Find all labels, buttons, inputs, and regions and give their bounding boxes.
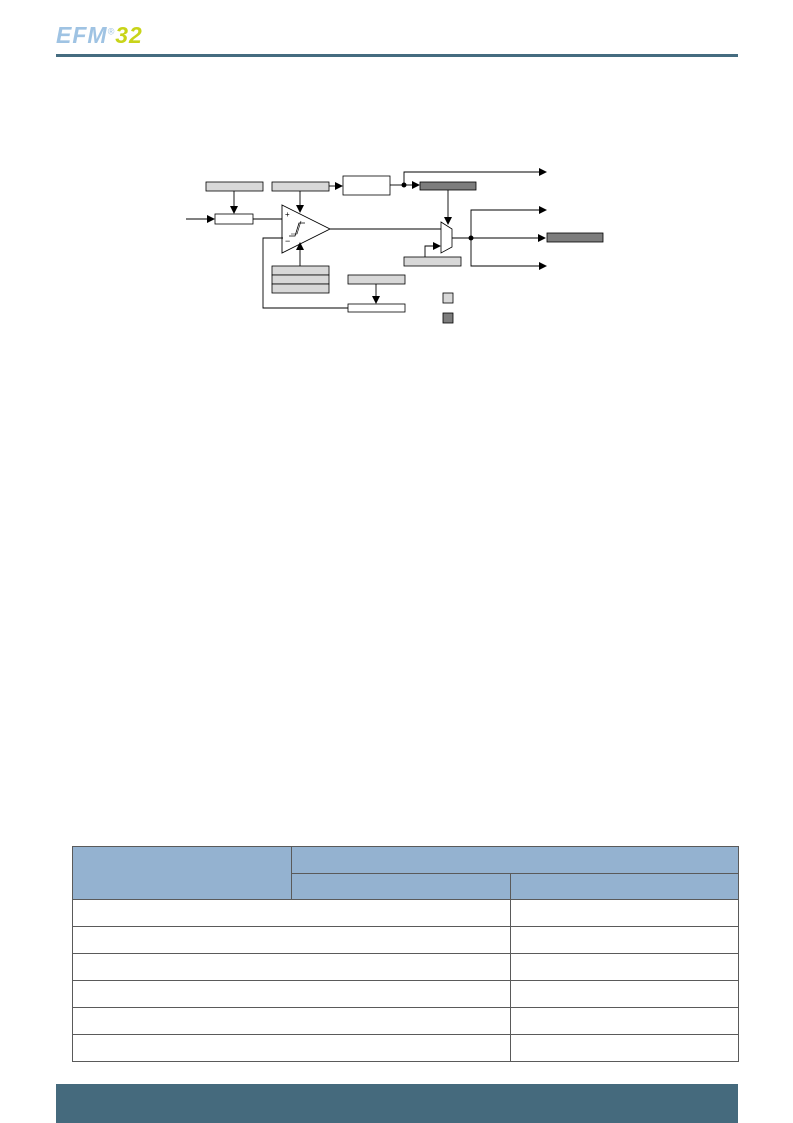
- config-table: [72, 846, 739, 1062]
- logo-efm-text: EFM: [56, 22, 108, 48]
- block-diagram: + −: [186, 168, 604, 324]
- table-row: [72, 1007, 739, 1035]
- table-cell: [510, 980, 739, 1008]
- table-header-cell-sub-2: [510, 873, 739, 900]
- table-header-cell-mode: [72, 846, 292, 900]
- output-mux: [440, 221, 453, 254]
- table-cell: [510, 953, 739, 981]
- comparator-minus: −: [285, 236, 290, 246]
- table-header-cell-sub-1: [291, 873, 511, 900]
- config-table-wrap: [72, 846, 739, 1062]
- status-box-output: [546, 232, 604, 243]
- legend-swatch-register: [442, 292, 454, 304]
- register-box-input-select: [205, 181, 264, 192]
- arrow-mux-select: [424, 242, 441, 257]
- table-cell: [510, 899, 739, 927]
- feedback-box: [347, 303, 406, 313]
- reference-box-1: [271, 265, 330, 276]
- table-header-row-1: [72, 846, 739, 900]
- logo-32-text: 32: [115, 22, 143, 48]
- enable-box: [342, 175, 391, 196]
- top-output-wire: [403, 168, 547, 185]
- comparator-plus: +: [285, 210, 290, 219]
- efm32-logo: EFM®32: [56, 24, 143, 47]
- reference-box-2: [271, 274, 330, 285]
- table-row: [72, 899, 739, 927]
- table-cell: [510, 1034, 739, 1062]
- status-box-top: [419, 181, 477, 191]
- output-wire-upper: [470, 206, 547, 238]
- table-row: [72, 926, 739, 954]
- reference-box-3: [271, 283, 330, 294]
- legend-swatch-status: [442, 312, 454, 324]
- table-cell: [72, 1007, 511, 1035]
- table-header-row-2: [73, 873, 739, 900]
- table-cell: [510, 1007, 739, 1035]
- table-cell: [510, 926, 739, 954]
- table-cell: [72, 899, 511, 927]
- table-row: [72, 1034, 739, 1062]
- logo-registered-mark: ®: [107, 26, 116, 37]
- table-cell: [72, 1034, 511, 1062]
- table-cell: [72, 953, 511, 981]
- register-box-hysteresis: [271, 181, 330, 192]
- feedback-register-box: [347, 274, 406, 285]
- table-row: [72, 953, 739, 981]
- table-row: [72, 980, 739, 1008]
- footer-bar: [56, 1084, 738, 1123]
- output-wire-lower: [470, 238, 547, 270]
- hysteresis-icon: [289, 222, 305, 237]
- header-rule: [56, 54, 738, 57]
- comparator-triangle: [281, 204, 332, 254]
- input-mux-box: [214, 213, 254, 225]
- output-mux-register-box: [403, 256, 462, 267]
- feedback-wire: [262, 237, 348, 309]
- table-header-cell-group: [291, 846, 739, 874]
- table-cell: [72, 926, 511, 954]
- table-cell: [72, 980, 511, 1008]
